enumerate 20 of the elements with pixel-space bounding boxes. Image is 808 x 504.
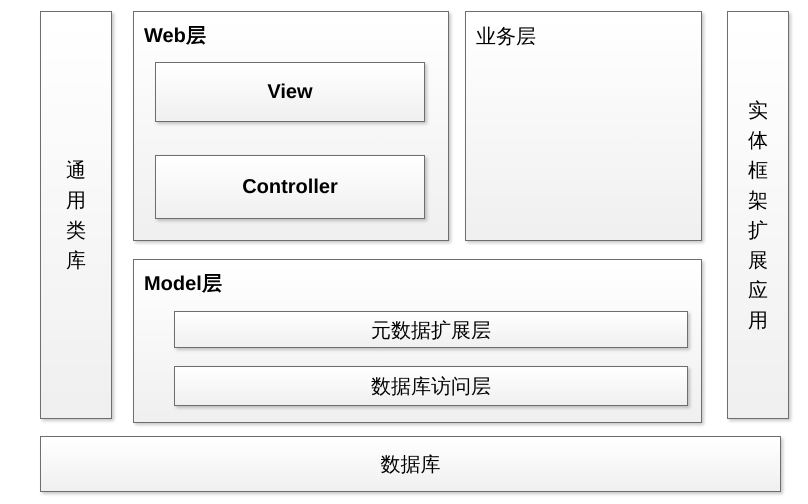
box-label: 元数据扩展层 [371,318,491,342]
module-box [155,155,425,219]
layer-box [133,11,449,241]
box-label: Controller [242,175,338,199]
layer-title: Web层 [144,24,206,48]
module-box [174,311,688,348]
module-box [155,62,425,122]
module-box [174,366,688,406]
box-label: 通用类库 [66,157,86,274]
layer-box [465,11,702,241]
layer-box [727,11,789,419]
box-label: 数据库 [380,452,440,476]
layer-title: 业务层 [476,24,536,48]
layer-title: Model层 [144,272,222,296]
layer-box [40,11,112,419]
layer-box [133,259,702,423]
box-label: View [267,80,313,104]
layer-box [40,436,781,492]
box-label: 数据库访问层 [371,374,491,398]
box-label: 实体框架扩展应用 [748,97,768,334]
